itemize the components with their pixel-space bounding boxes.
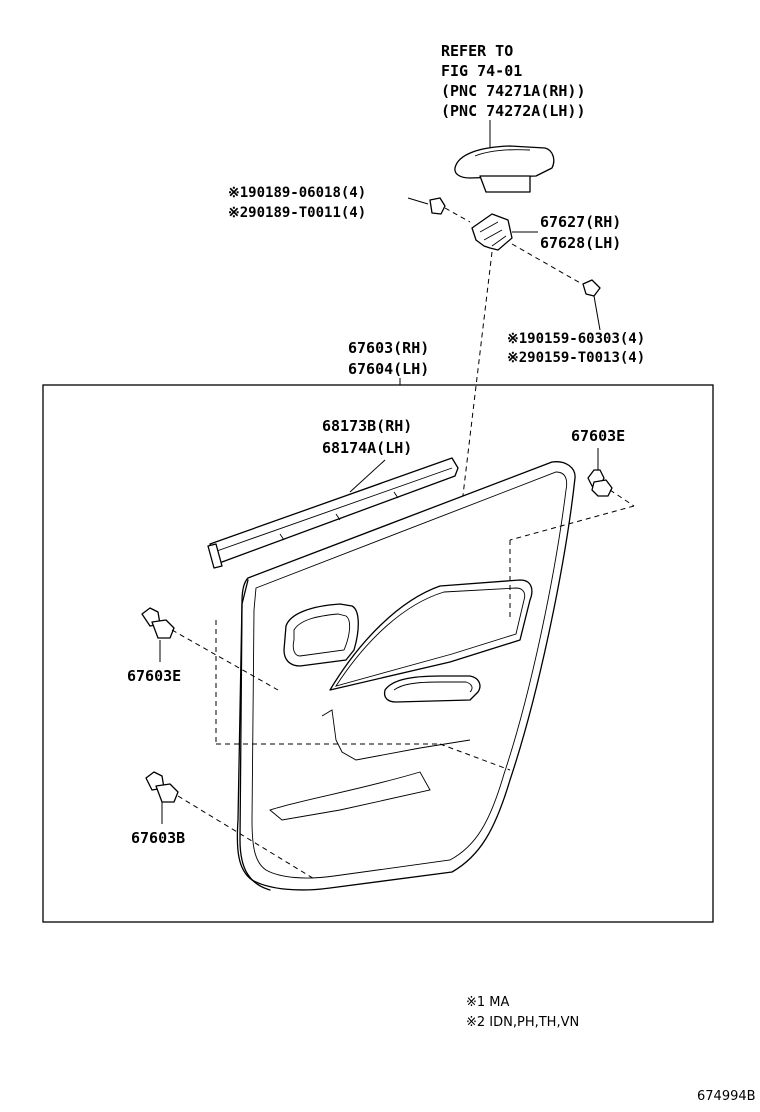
label-weatherstrip-rh: 68173B(RH) [322, 417, 412, 435]
refer-line-3: (PNC 74271A(RH)) [441, 82, 586, 100]
refer-to-note: REFER TO FIG 74-01 (PNC 74271A(RH)) (PNC… [441, 42, 586, 150]
screw-part [511, 243, 601, 331]
figure-id: 674994B [697, 1089, 756, 1104]
label-bracket-lh: 67628(LH) [540, 234, 621, 252]
bracket-dash-line [439, 251, 493, 689]
clip-b-left-part [145, 540, 511, 881]
label-clip-upper-2: ※290189-T0011(4) [228, 205, 366, 221]
part-labels: ※190189-06018(4) ※290189-T0011(4) 67627(… [127, 185, 645, 847]
label-clip-e-right: 67603E [571, 427, 625, 445]
region-notes: ※1 MA ※2 IDN,PH,TH,VN [466, 995, 579, 1030]
clip-e-left-part [141, 607, 440, 745]
clip-nut-part [429, 197, 471, 223]
label-bracket-rh: 67627(RH) [540, 213, 621, 231]
refer-line-1: REFER TO [441, 42, 513, 60]
note-2: ※2 IDN,PH,TH,VN [466, 1015, 579, 1030]
refer-line-4: (PNC 74272A(LH)) [441, 102, 586, 120]
label-clip-e-left: 67603E [127, 667, 181, 685]
weatherstrip-part [207, 457, 459, 569]
label-screw-1: ※190159-60303(4) [507, 331, 645, 347]
clip-e-right-part [509, 448, 635, 541]
refer-line-2: FIG 74-01 [441, 62, 522, 80]
label-panel-lh: 67604(LH) [348, 360, 429, 378]
clip-upper-leader [407, 197, 429, 205]
label-clip-upper-1: ※190189-06018(4) [228, 185, 366, 201]
label-clip-b-left: 67603B [131, 829, 185, 847]
label-screw-2: ※290159-T0013(4) [507, 350, 645, 366]
bracket-part [471, 213, 538, 251]
armrest-base-part [454, 145, 555, 193]
panel-frame [42, 384, 714, 923]
label-weatherstrip-lh: 68174A(LH) [322, 439, 412, 457]
label-panel-rh: 67603(RH) [348, 339, 429, 357]
door-trim-panel [236, 461, 576, 891]
note-1: ※1 MA [466, 995, 510, 1010]
